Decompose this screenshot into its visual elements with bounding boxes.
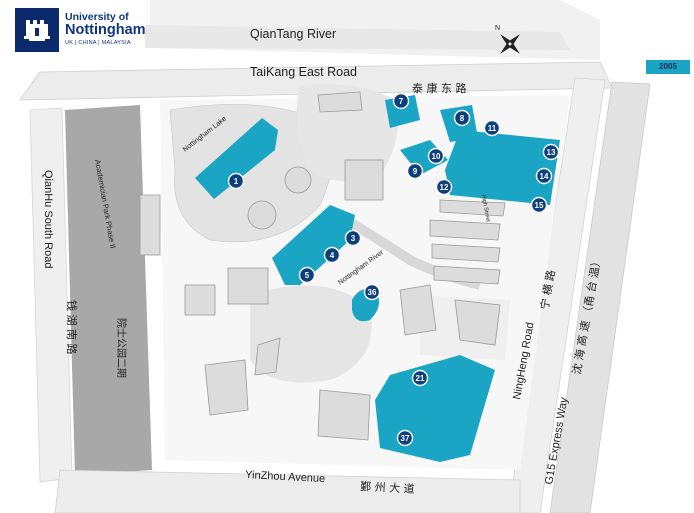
label-ningheng-cn: 宁 横 路 (537, 269, 558, 311)
castle-crest-icon (15, 8, 59, 52)
label-academician-cn: 院士公园二期 (115, 318, 128, 378)
building-badge[interactable]: 13 (542, 143, 560, 161)
label-yinzhou-avenue: YinZhou Avenue (245, 469, 326, 485)
building-badge[interactable]: 7 (392, 92, 410, 110)
building-1[interactable] (195, 118, 278, 199)
g15-expressway (549, 81, 651, 513)
building-badge[interactable]: 4 (323, 246, 341, 264)
logo-line-campuses: UK | CHINA | MALAYSIA (65, 40, 131, 46)
university-logo: University of Nottingham UK | CHINA | MA… (15, 8, 146, 52)
building-badge[interactable]: 21 (411, 369, 429, 387)
svg-text:36: 36 (368, 288, 377, 297)
building-badge[interactable]: 9 (406, 162, 424, 180)
compass-n-label: N (495, 25, 500, 32)
building-badge[interactable]: 15 (530, 196, 548, 214)
logo-line-university: University of (65, 11, 129, 23)
building-badge[interactable]: 12 (435, 178, 453, 196)
label-yinzhou-cn: 鄞 州 大 道 (360, 479, 415, 496)
yinzhou-avenue (54, 469, 521, 513)
svg-text:21: 21 (416, 374, 425, 383)
academician-park-band (65, 105, 152, 475)
svg-text:8: 8 (460, 114, 465, 123)
svg-text:15: 15 (535, 201, 544, 210)
label-taikang-cn: 泰 康 东 路 (412, 81, 467, 95)
label-qiantang-river: QianTang River (250, 27, 336, 41)
year-badge: 2005 (646, 60, 690, 74)
label-qianhu-road: QianHu South Road (42, 170, 54, 268)
building-badge[interactable]: 11 (483, 119, 501, 137)
label-taikang-road: TaiKang East Road (250, 65, 357, 79)
label-qianhu-cn: 钱 湖 南 路 (65, 300, 79, 355)
svg-text:3: 3 (351, 234, 356, 243)
svg-text:7: 7 (399, 97, 404, 106)
svg-text:37: 37 (401, 434, 410, 443)
grey-buildings (139, 91, 506, 441)
building-badge[interactable]: 3 (344, 229, 362, 247)
nottingham-lake (169, 103, 333, 243)
svg-text:11: 11 (488, 124, 497, 133)
building-badge[interactable]: 5 (298, 266, 316, 284)
building-badge[interactable]: 8 (453, 109, 471, 127)
label-high-street: High Street (480, 194, 491, 223)
building-11-15[interactable] (445, 130, 560, 205)
svg-text:1: 1 (234, 177, 239, 186)
svg-text:9: 9 (413, 167, 418, 176)
qiantang-river-band (145, 25, 570, 50)
logo-line-nottingham: Nottingham (65, 22, 146, 38)
svg-text:4: 4 (330, 251, 335, 260)
building-badge[interactable]: 1 (227, 172, 245, 190)
building-badge[interactable]: 10 (427, 147, 445, 165)
compass-rose-icon (500, 34, 520, 54)
svg-text:10: 10 (432, 152, 441, 161)
svg-text:5: 5 (305, 271, 310, 280)
building-badge[interactable]: 14 (535, 167, 553, 185)
svg-text:12: 12 (440, 183, 449, 192)
building-badge[interactable]: 36 (363, 283, 381, 301)
building-3-4-5[interactable] (272, 205, 355, 285)
svg-text:14: 14 (540, 172, 549, 181)
building-badge[interactable]: 37 (396, 429, 414, 447)
svg-text:13: 13 (547, 148, 556, 157)
